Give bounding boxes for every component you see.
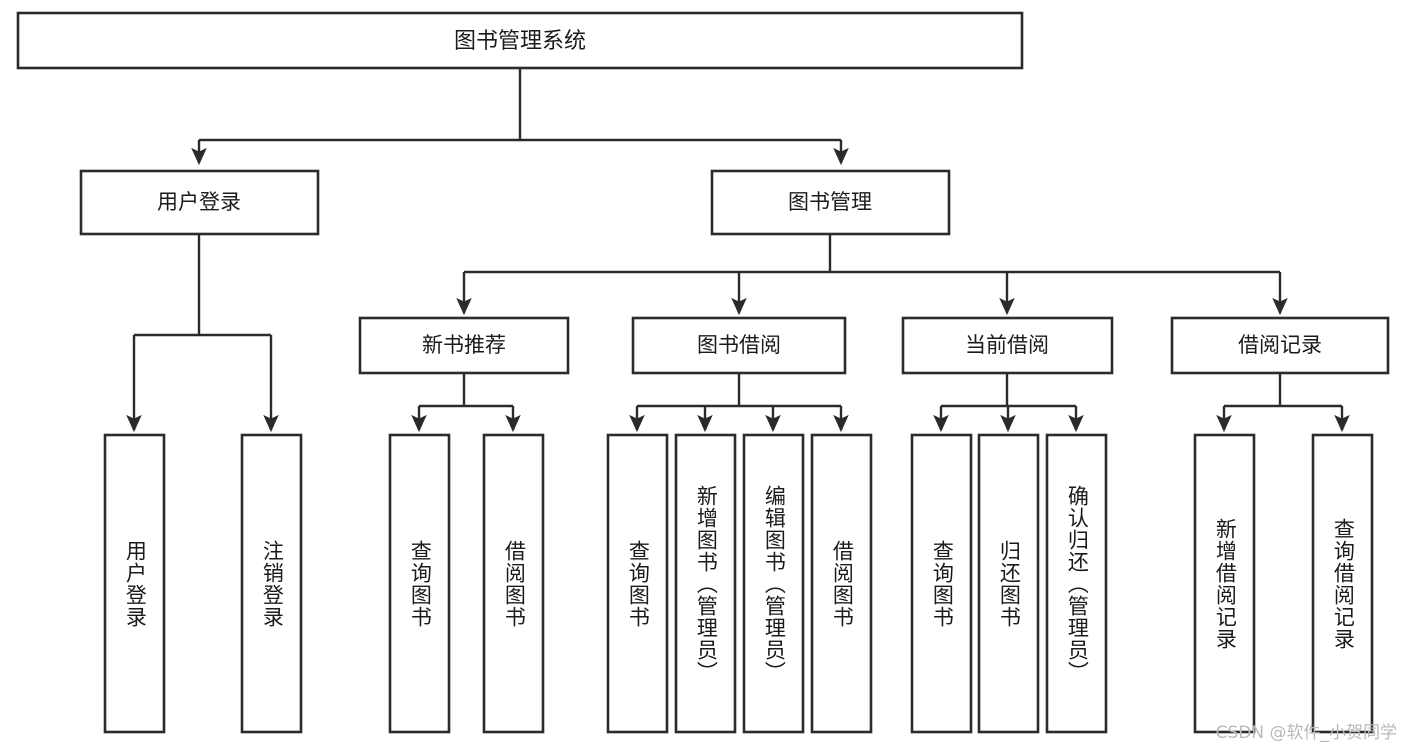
connector-bookmanage-to-level3 bbox=[456, 234, 1288, 316]
node-book-borrow[interactable]: 图书借阅 bbox=[631, 316, 847, 375]
connector-userlogin-to-leaves bbox=[126, 234, 279, 433]
node-root[interactable]: 图书管理系统 bbox=[16, 11, 1024, 70]
leaf-box-borrowrecord-0[interactable] bbox=[1193, 433, 1256, 734]
leaf-box-newbook-0[interactable] bbox=[388, 433, 451, 734]
node-book-manage[interactable]: 图书管理 bbox=[710, 169, 951, 236]
connector-newbook-to-leaves bbox=[411, 373, 521, 433]
node-current-borrow[interactable]: 当前借阅 bbox=[901, 316, 1114, 375]
leaf-box-currentborrow-0[interactable] bbox=[910, 433, 973, 734]
node-borrow-record[interactable]: 借阅记录 bbox=[1170, 316, 1390, 375]
leaf-box-currentborrow-2[interactable] bbox=[1045, 433, 1108, 734]
leaf-box-bookborrow-1[interactable] bbox=[674, 433, 737, 734]
leaf-box-bookborrow-0[interactable] bbox=[606, 433, 669, 734]
leaf-box-bookborrow-2[interactable] bbox=[742, 433, 805, 734]
connector-borrowrecord-to-leaves bbox=[1216, 373, 1350, 433]
node-new-book-recommend[interactable]: 新书推荐 bbox=[358, 316, 570, 375]
leaf-box-user-login-0[interactable] bbox=[103, 433, 166, 734]
node-user-login-label: 用户登录 bbox=[157, 190, 241, 214]
node-new-book-recommend-label: 新书推荐 bbox=[422, 333, 506, 357]
node-root-label: 图书管理系统 bbox=[454, 29, 586, 54]
node-current-borrow-label: 当前借阅 bbox=[965, 333, 1049, 357]
connector-root-to-level2 bbox=[191, 68, 849, 166]
connector-bookborrow-to-leaves bbox=[629, 373, 849, 433]
leaf-box-borrowrecord-1[interactable] bbox=[1311, 433, 1374, 734]
leaf-box-currentborrow-1[interactable] bbox=[977, 433, 1040, 734]
node-book-borrow-label: 图书借阅 bbox=[697, 333, 781, 357]
node-borrow-record-label: 借阅记录 bbox=[1238, 333, 1322, 357]
node-book-manage-label: 图书管理 bbox=[788, 190, 872, 214]
leaf-box-bookborrow-3[interactable] bbox=[810, 433, 873, 734]
leaf-box-newbook-1[interactable] bbox=[482, 433, 545, 734]
node-user-login[interactable]: 用户登录 bbox=[79, 169, 320, 236]
watermark-text: CSDN @软件_小贺同学 bbox=[1215, 723, 1397, 743]
leaf-box-user-login-1[interactable] bbox=[240, 433, 303, 734]
connector-currentborrow-to-leaves bbox=[933, 373, 1084, 433]
